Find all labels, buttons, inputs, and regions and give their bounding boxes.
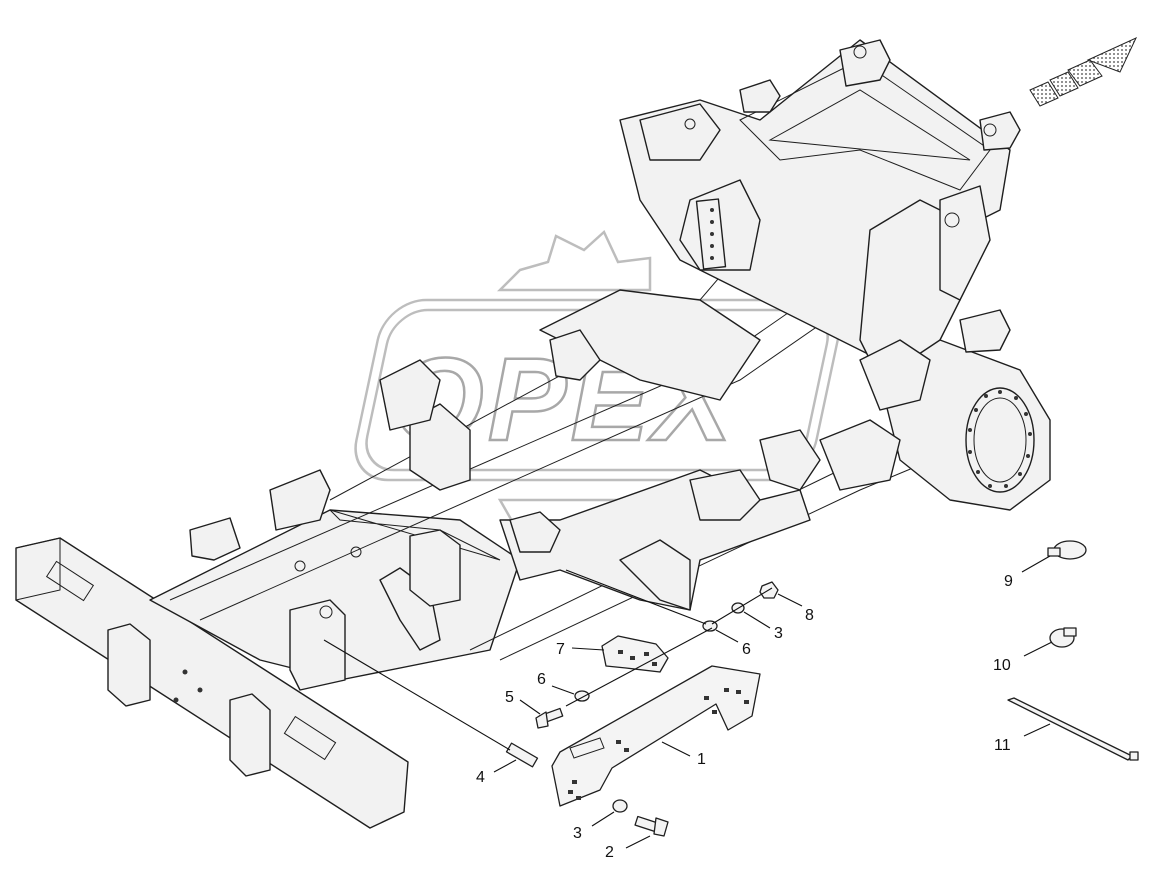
part-5-bolt xyxy=(535,707,564,729)
callout-6-lower: 6 xyxy=(537,671,575,695)
callout-1-label: 1 xyxy=(697,751,706,768)
part-10-clip xyxy=(1049,627,1077,648)
callout-10-label: 10 xyxy=(993,657,1011,674)
callout-7-label: 7 xyxy=(556,641,565,658)
callout-labels: 1 2 3 3 4 5 6 6 xyxy=(476,555,1053,861)
part-2-bolt xyxy=(634,815,669,837)
callout-3-upper: 3 xyxy=(743,611,783,642)
axle-flange xyxy=(965,387,1035,493)
callout-9: 9 xyxy=(1004,555,1051,590)
callout-6-upper-label: 6 xyxy=(742,641,751,658)
callout-9-label: 9 xyxy=(1004,573,1013,590)
tractor-chassis-frame xyxy=(15,39,1051,829)
callout-11: 11 xyxy=(994,723,1051,754)
forward-direction-arrow-icon xyxy=(1029,36,1138,107)
part-1-bracket xyxy=(551,665,761,807)
callout-3-lower: 3 xyxy=(573,811,615,842)
watermark-gear-shape xyxy=(496,229,652,292)
exploded-parts xyxy=(323,540,1139,837)
part-3-washer-lower xyxy=(612,799,628,813)
callout-1: 1 xyxy=(661,741,706,768)
callout-11-label: 11 xyxy=(994,737,1011,754)
callout-10: 10 xyxy=(993,641,1053,674)
callout-7: 7 xyxy=(556,641,605,658)
callout-4-label: 4 xyxy=(476,769,485,786)
callout-6-lower-label: 6 xyxy=(537,671,546,688)
callout-2-label: 2 xyxy=(605,844,614,861)
part-9-clamp xyxy=(1047,540,1087,560)
callout-8: 8 xyxy=(777,593,814,624)
callout-5-label: 5 xyxy=(505,689,514,706)
callout-5: 5 xyxy=(505,689,541,715)
part-7-bracket xyxy=(601,635,669,673)
callout-3-upper-label: 3 xyxy=(774,625,783,642)
callout-2: 2 xyxy=(605,835,651,861)
part-4-pin xyxy=(505,742,539,768)
part-6-washer-lower xyxy=(574,690,590,702)
part-11-cable-tie xyxy=(1007,697,1139,761)
callout-6-upper: 6 xyxy=(715,629,751,658)
callout-8-label: 8 xyxy=(805,607,814,624)
callout-3-lower-label: 3 xyxy=(573,825,582,842)
callout-4: 4 xyxy=(476,759,517,786)
